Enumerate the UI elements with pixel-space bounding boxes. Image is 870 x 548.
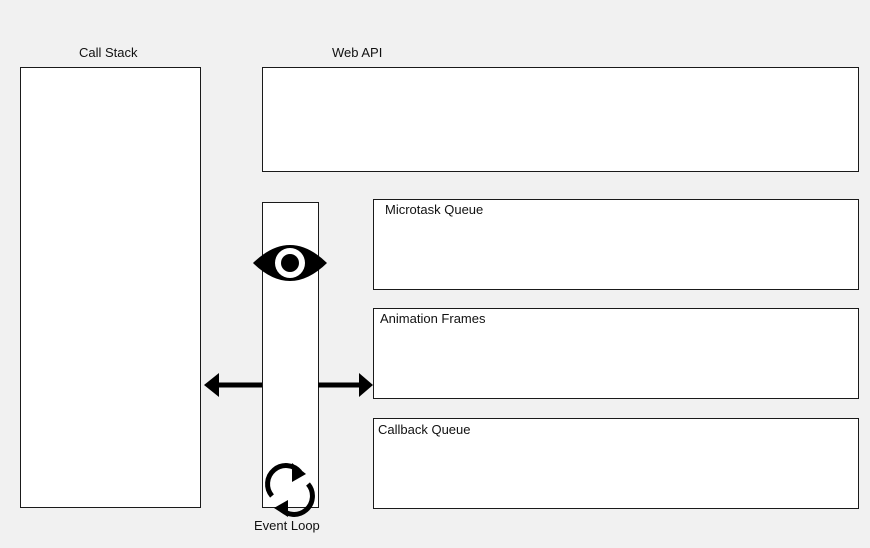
animation-frames-box: Animation Frames — [373, 308, 859, 399]
arrow-left-icon — [204, 373, 262, 397]
arrow-right-icon — [318, 373, 373, 397]
microtask-queue-label: Microtask Queue — [385, 202, 484, 217]
web-api-box — [262, 67, 859, 172]
eye-icon — [253, 245, 327, 281]
microtask-queue-box: Microtask Queue — [373, 199, 859, 290]
event-loop-label: Event Loop — [254, 518, 320, 533]
animation-frames-label: Animation Frames — [380, 311, 486, 326]
call-stack-label: Call Stack — [79, 45, 138, 60]
refresh-icon — [265, 463, 315, 517]
web-api-label: Web API — [332, 45, 383, 60]
callback-queue-label: Callback Queue — [378, 422, 471, 437]
call-stack-box — [20, 67, 201, 508]
callback-queue-box: Callback Queue — [373, 418, 859, 509]
